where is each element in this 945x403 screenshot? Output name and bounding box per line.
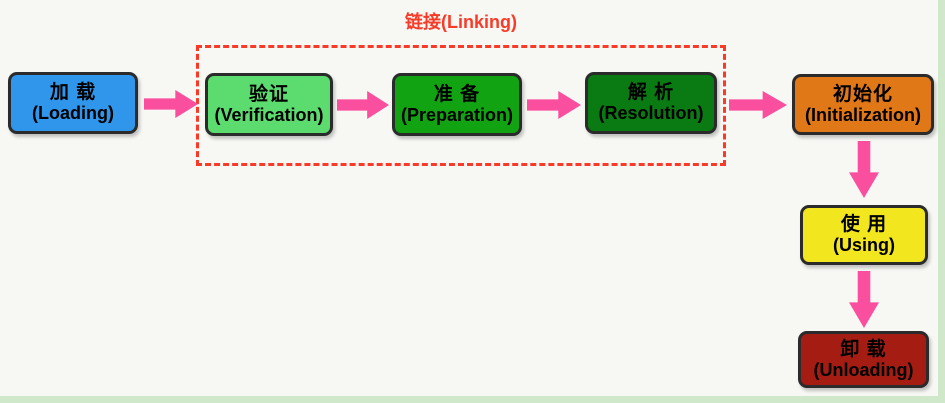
node-loading-label-en: (Loading)	[32, 103, 114, 124]
arrow-initialization-to-using-icon	[849, 141, 879, 198]
node-resolution: 解 析 (Resolution)	[585, 72, 717, 134]
arrow-using-to-unloading-icon	[849, 271, 879, 328]
node-loading: 加 载 (Loading)	[8, 72, 138, 134]
node-verification: 验证 (Verification)	[205, 73, 333, 136]
node-initialization-label-zh: 初始化	[832, 83, 893, 105]
linking-group-title: 链接(Linking)	[405, 12, 517, 32]
node-unloading: 卸 载 (Unloading)	[798, 331, 929, 388]
node-resolution-label-zh: 解 析	[627, 82, 675, 104]
arrow-resolution-to-initialization-icon	[729, 91, 787, 119]
node-initialization-label-en: (Initialization)	[805, 104, 921, 125]
node-using-label-zh: 使 用	[840, 214, 888, 236]
node-initialization: 初始化 (Initialization)	[792, 74, 934, 135]
node-preparation: 准 备 (Preparation)	[392, 73, 522, 136]
node-using-label-en: (Using)	[833, 235, 895, 256]
arrow-loading-to-verification-icon	[144, 90, 198, 118]
node-resolution-label-en: (Resolution)	[598, 103, 704, 124]
node-verification-label-en: (Verification)	[214, 104, 324, 125]
node-unloading-label-en: (Unloading)	[813, 359, 914, 380]
linking-group-dashed-box	[196, 45, 726, 166]
node-loading-label-zh: 加 载	[49, 82, 97, 104]
node-unloading-label-zh: 卸 载	[840, 338, 887, 360]
node-using: 使 用 (Using)	[800, 205, 928, 265]
node-preparation-label-en: (Preparation)	[400, 104, 514, 125]
node-preparation-label-zh: 准 备	[433, 83, 481, 105]
node-verification-label-zh: 验证	[248, 83, 289, 105]
